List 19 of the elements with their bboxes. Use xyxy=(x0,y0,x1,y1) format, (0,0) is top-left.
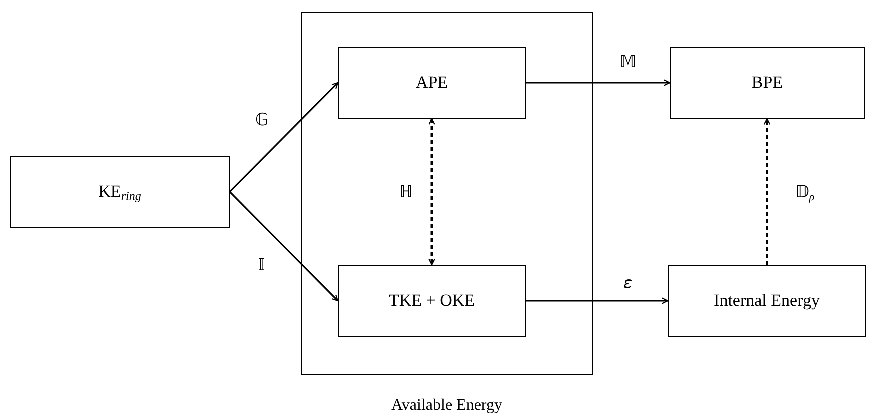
node-label: KE$_{ring}$ xyxy=(98,181,142,205)
edge-label: 𝔾 xyxy=(254,112,270,128)
arrow xyxy=(526,80,671,86)
arrow xyxy=(428,118,436,266)
node-label: APE xyxy=(416,72,448,94)
process-box xyxy=(670,47,865,119)
process-box xyxy=(668,265,866,337)
process-box xyxy=(338,47,526,119)
node-label: BPE xyxy=(752,72,784,94)
node-label: TKE + OKE xyxy=(388,290,476,312)
arrow xyxy=(229,82,339,193)
group-caption: Available Energy xyxy=(390,396,504,416)
arrow xyxy=(229,191,339,302)
process-box xyxy=(10,156,230,228)
arrow xyxy=(764,118,771,265)
process-box xyxy=(338,265,526,337)
edge-label: 𝕀 xyxy=(256,256,268,274)
node-label: Internal Energy xyxy=(714,290,820,312)
arrow xyxy=(526,298,669,304)
